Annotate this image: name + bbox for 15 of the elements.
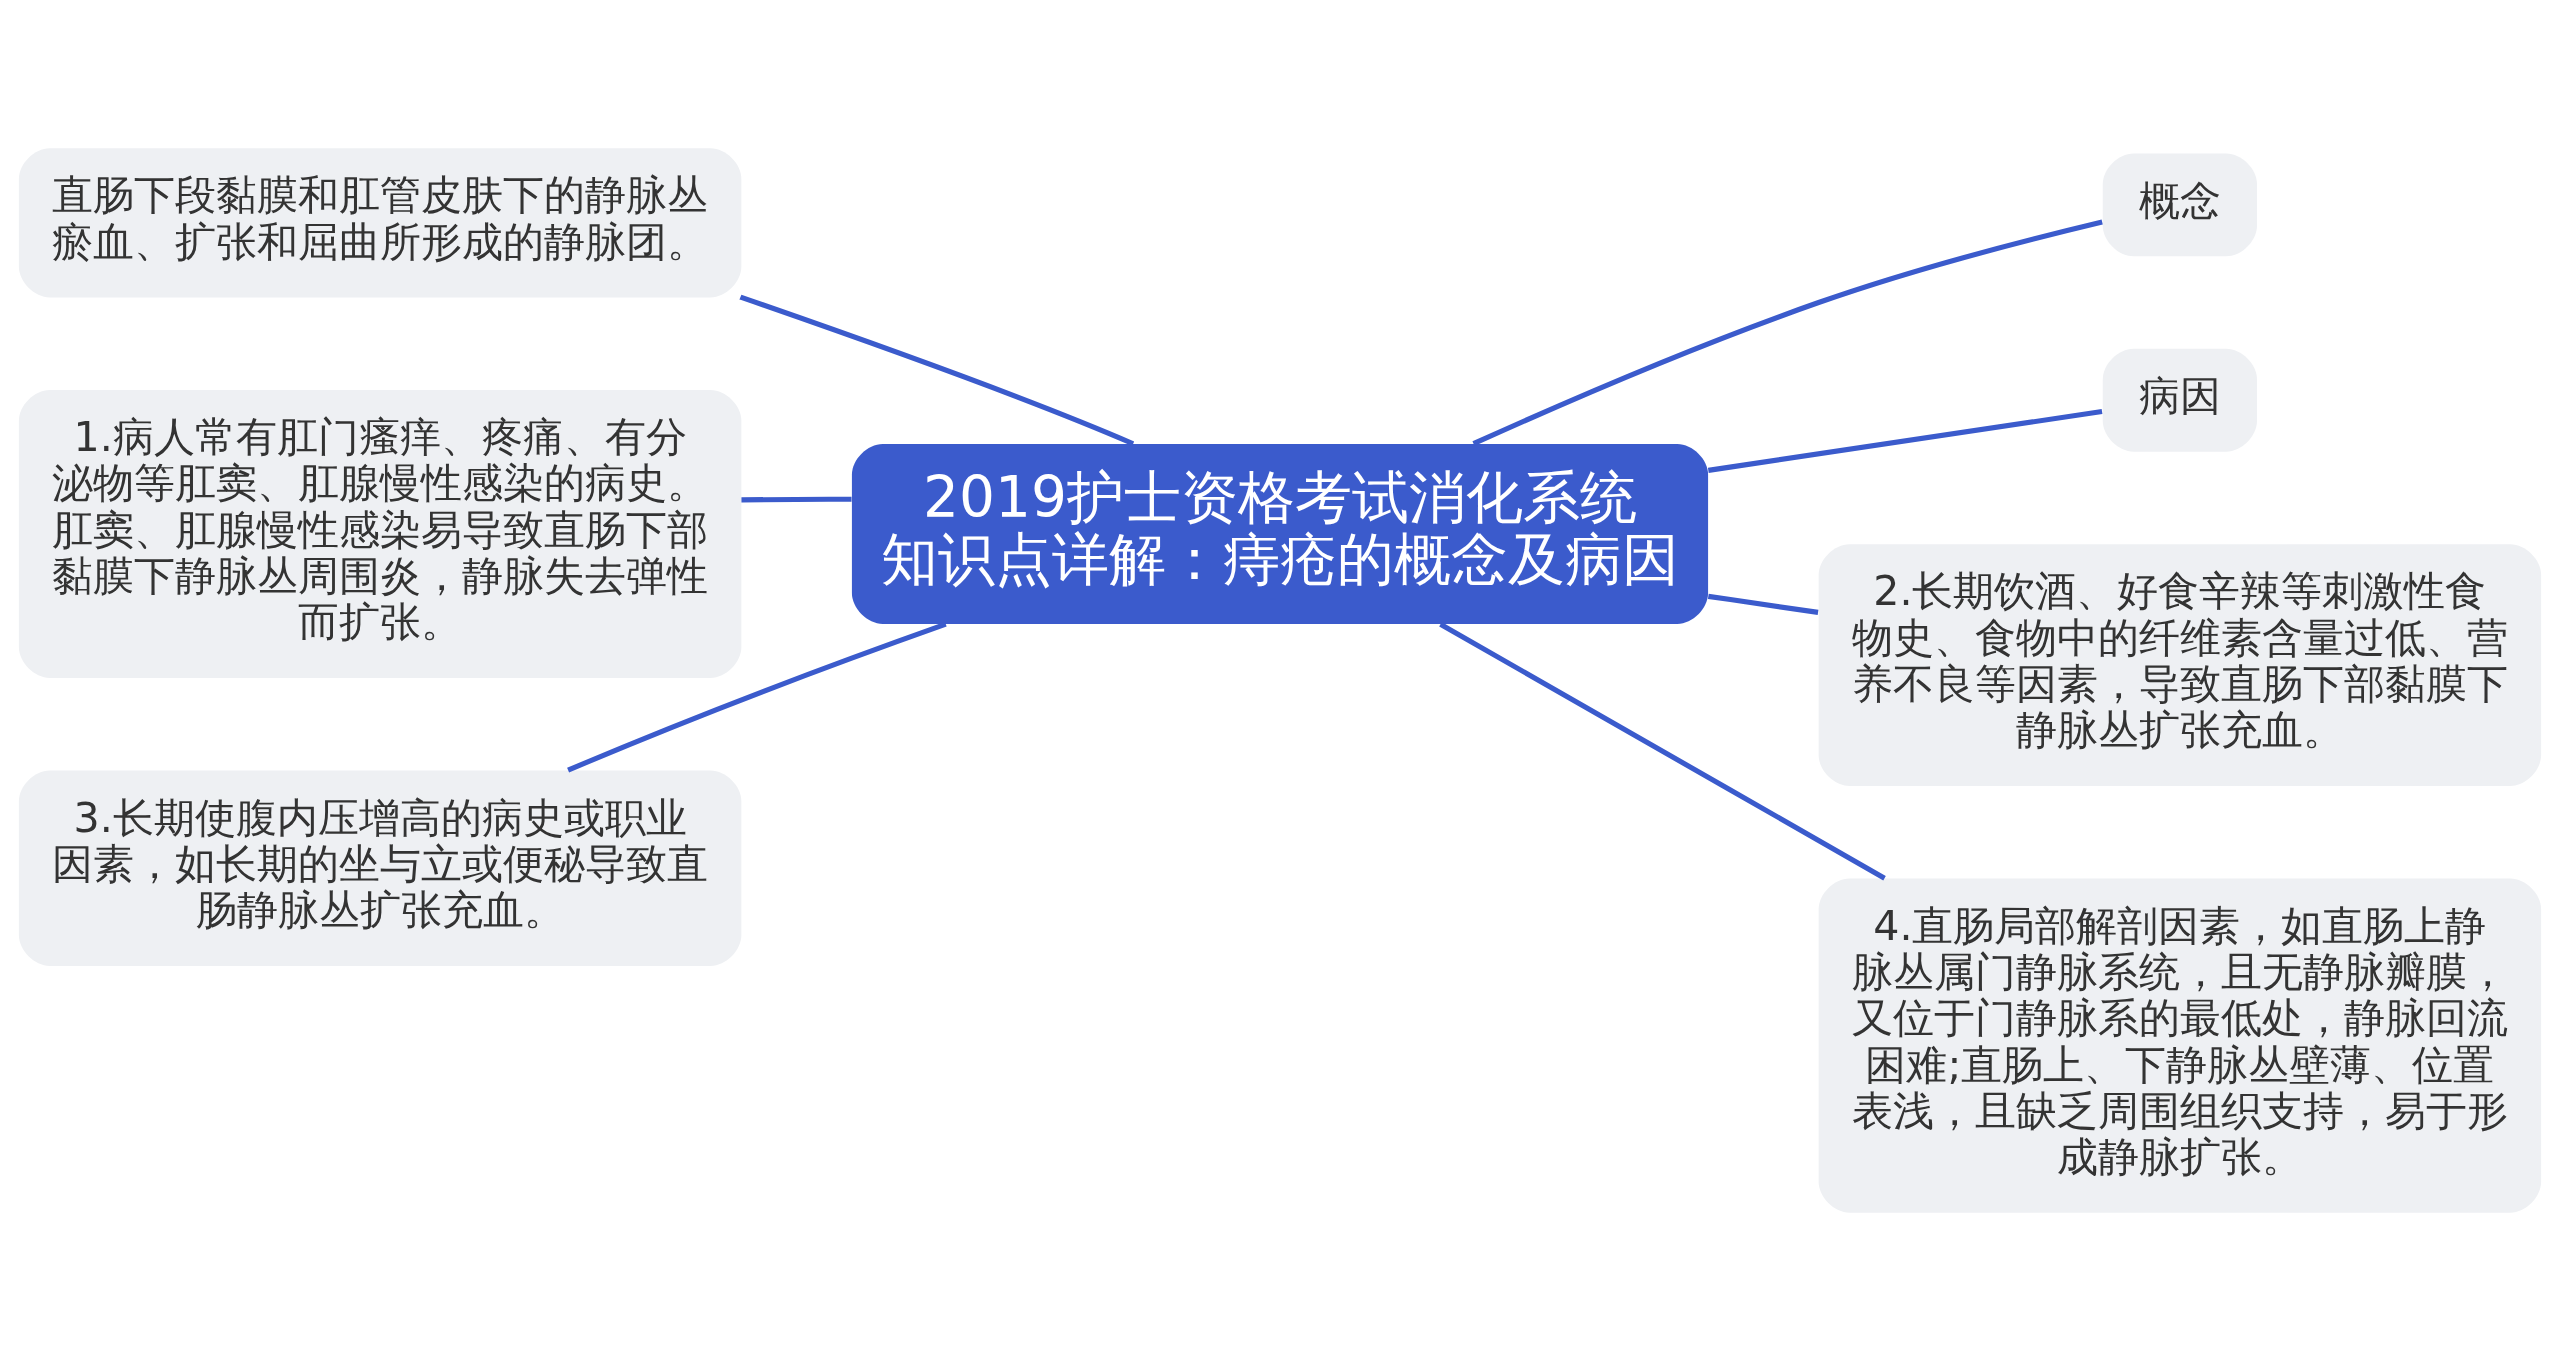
connector bbox=[738, 294, 1135, 447]
node-box: 概念 bbox=[2102, 153, 2257, 257]
connector bbox=[1707, 593, 1819, 615]
node-box: 2019护士资格考试消化系统知识点详解：痔疮的概念及病因 bbox=[851, 443, 1709, 624]
node-box: 4.直肠局部解剖因素，如直肠上静脉丛属门静脉系统，且无静脉瓣膜，又位于门静脉系的最低处，静脉回流困难;直肠上、下静脉丛壁薄、位置表浅，且缺乏周围组织支持，易于形成静脉扩张。 bbox=[1818, 878, 2542, 1213]
node-box: 病因 bbox=[2102, 348, 2257, 452]
node-box: 1.病人常有肛门瘙痒、疼痛、有分泌物等肛窦、肛腺慢性感染的病史。肛窦、肛腺慢性感染易导致直肠下部黏膜下静脉丛周围炎，静脉失去弹性而扩张。 bbox=[18, 389, 742, 678]
connector bbox=[1439, 622, 1886, 881]
node-box: 3.长期使腹内压增高的病史或职业因素，如长期的坐与立或便秘导致直肠静脉丛扩张充血。 bbox=[18, 770, 742, 966]
node-box: 2.长期饮酒、好食辛辣等刺激性食物史、食物中的纤维素含量过低、营养不良等因素，导致直肠下部黏膜下静脉丛扩张充血。 bbox=[1818, 544, 2542, 786]
connector bbox=[1472, 219, 2103, 447]
connector bbox=[741, 496, 852, 503]
connector bbox=[1707, 408, 2103, 473]
connector bbox=[567, 621, 947, 773]
node-box: 直肠下段黏膜和肛管皮肤下的静脉丛瘀血、扩张和屈曲所形成的静脉团。 bbox=[18, 148, 742, 298]
